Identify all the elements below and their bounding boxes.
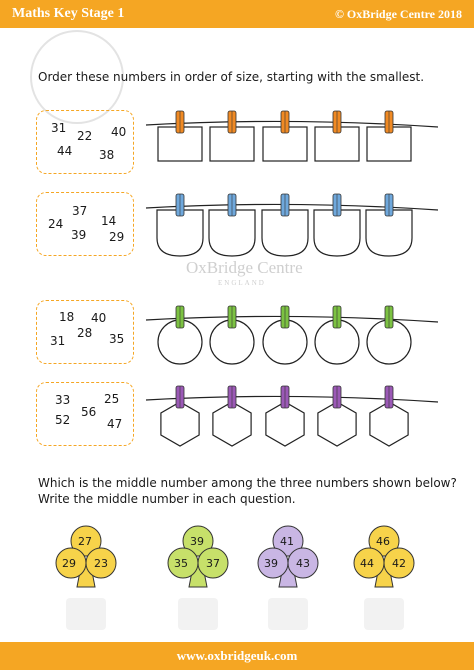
number: 35 [109,332,125,346]
number: 52 [55,413,71,427]
middle-instruction-1: Which is the middle number among the thr… [38,476,457,490]
number: 31 [50,334,66,348]
number-box-2: 37 24 14 39 29 [36,192,134,256]
hanging-card [313,209,361,257]
club-number: 27 [78,535,92,548]
club-number: 37 [206,557,220,570]
club-shape [257,525,319,588]
answer-box-4[interactable] [364,598,404,630]
number: 38 [99,148,115,162]
number: 33 [55,393,71,407]
hanging-card [365,209,413,257]
hanging-card [212,401,252,447]
number: 18 [59,310,75,324]
number: 47 [107,417,123,431]
hanging-card [366,126,412,162]
hanging-card [261,209,309,257]
club-number: 39 [264,557,278,570]
club-number: 41 [280,535,294,548]
hanging-card [160,401,200,447]
answer-box-2[interactable] [178,598,218,630]
number-box-3: 18 40 28 31 35 [36,300,134,364]
club-number: 35 [174,557,188,570]
number: 14 [101,214,117,228]
watermark-country: ENGLAND [218,279,266,287]
club-number: 43 [296,557,310,570]
hanging-card [208,209,256,257]
number: 40 [111,125,127,139]
worksheet-title: Maths Key Stage 1 [12,6,125,21]
club-number: 39 [190,535,204,548]
number: 56 [81,405,97,419]
club-number: 29 [62,557,76,570]
club-number: 23 [94,557,108,570]
watermark-name: OxBridge Centre [186,258,303,277]
footer-bar: www.oxbridgeuk.com [0,642,474,670]
hanging-card [265,401,305,447]
hanging-card [369,401,409,447]
number: 31 [51,121,67,135]
number: 24 [48,217,64,231]
middle-instruction-2: Write the middle number in each question… [38,492,296,506]
number-box-4: 33 25 56 52 47 [36,382,134,446]
order-instruction: Order these numbers in order of size, st… [38,70,425,84]
number: 40 [91,311,107,325]
number: 22 [77,129,93,143]
number: 39 [71,228,87,242]
answer-box-3[interactable] [268,598,308,630]
club-number: 42 [392,557,406,570]
club-shape [167,525,229,588]
hanging-card [156,209,204,257]
number: 29 [109,230,125,244]
number: 44 [57,144,73,158]
club-shape [353,525,415,588]
answer-box-1[interactable] [66,598,106,630]
number-box-1: 31 22 40 44 38 [36,110,134,174]
seal-watermark [30,30,124,124]
website-url: www.oxbridgeuk.com [176,648,298,663]
number: 37 [72,204,88,218]
header-bar: Maths Key Stage 1 © OxBridge Centre 2018 [0,0,474,28]
club-shape [55,525,117,588]
number: 25 [104,392,120,406]
hanging-card [317,401,357,447]
club-number: 44 [360,557,374,570]
club-number: 46 [376,535,390,548]
copyright-text: © OxBridge Centre 2018 [334,7,462,21]
number: 28 [77,326,93,340]
